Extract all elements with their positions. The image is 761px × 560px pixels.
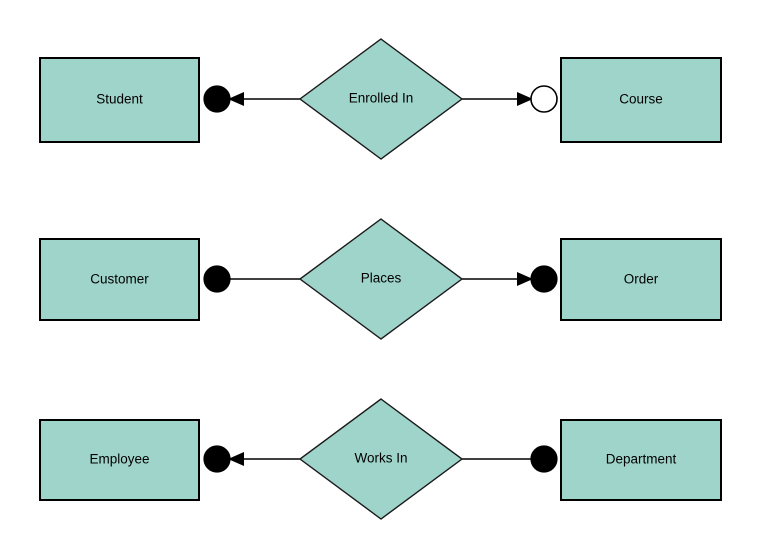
entity-box-student[interactable] <box>39 57 200 143</box>
entity-box-customer[interactable] <box>39 238 200 321</box>
relationship-group-row-3: Employee Works In Department <box>39 398 722 520</box>
relationship-group-row-2: Customer Places Order <box>39 218 722 340</box>
relationship-diamond-places[interactable] <box>298 218 464 340</box>
entity-label-department: Department <box>606 452 677 467</box>
arrowhead-left-row-3 <box>228 452 244 466</box>
relationship-diamond-works-in[interactable] <box>298 398 464 520</box>
entity-label-order: Order <box>624 272 659 287</box>
arrowhead-right-row-2 <box>517 272 533 286</box>
cardinality-dot-hollow-row-1-right <box>530 85 558 113</box>
entity-label-student: Student <box>96 92 143 107</box>
relationship-group-row-1: Student Enrolled In Course <box>39 38 722 160</box>
arrowhead-left-row-1 <box>228 92 244 106</box>
cardinality-dot-filled-row-3-left <box>203 445 231 473</box>
arrowhead-right-row-1 <box>517 92 533 106</box>
cardinality-dot-filled-row-2-right <box>530 265 558 293</box>
entity-box-course[interactable] <box>560 57 722 143</box>
entity-box-department[interactable] <box>560 419 722 501</box>
entity-label-customer: Customer <box>90 272 149 287</box>
cardinality-dot-filled-row-3-right <box>530 445 558 473</box>
entity-box-order[interactable] <box>560 238 722 321</box>
entity-label-course: Course <box>619 92 663 107</box>
cardinality-dot-filled-row-2-left <box>203 265 231 293</box>
relationship-label-places: Places <box>361 271 402 286</box>
relationship-diamond-enrolled-in[interactable] <box>298 38 464 160</box>
entity-box-employee[interactable] <box>39 419 200 501</box>
relationship-label-enrolled-in: Enrolled In <box>349 91 414 106</box>
entity-label-employee: Employee <box>89 452 149 467</box>
cardinality-dot-filled-row-1-left <box>203 85 231 113</box>
relationship-label-works-in: Works In <box>354 451 407 466</box>
